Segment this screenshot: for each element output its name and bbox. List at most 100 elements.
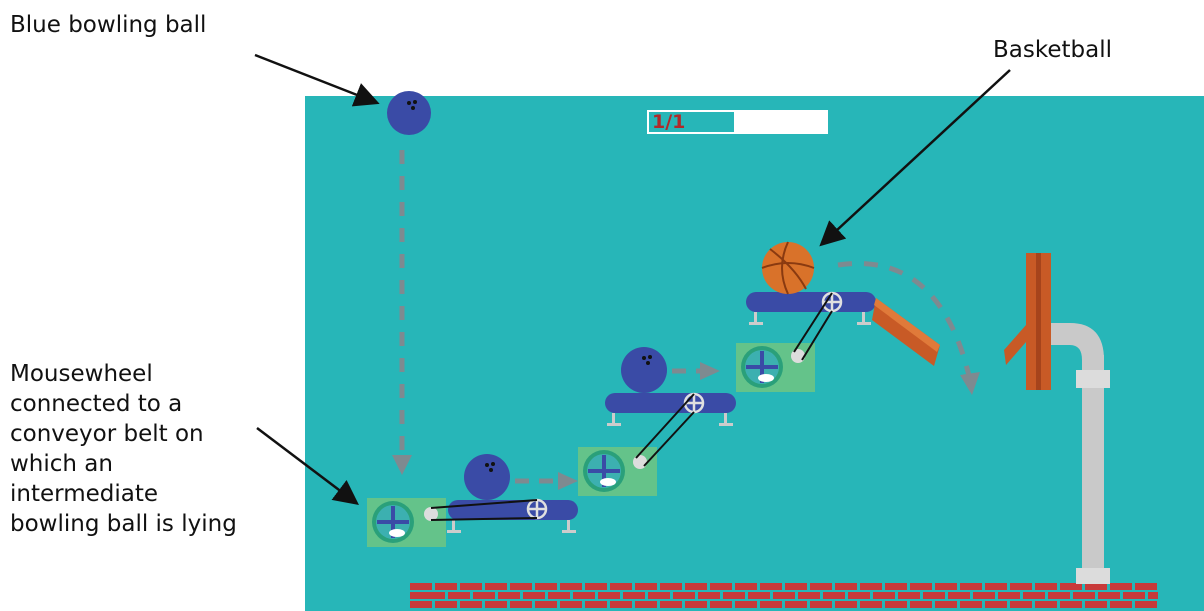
brick <box>935 601 957 608</box>
brick <box>410 601 432 608</box>
basketball-trajectory-head <box>960 372 980 395</box>
brick <box>535 583 557 590</box>
ramp-shade <box>874 298 940 352</box>
brick <box>573 592 595 599</box>
brick <box>748 592 770 599</box>
blue-bowling-ball-label: Blue bowling ball <box>10 12 207 38</box>
brick <box>1035 601 1057 608</box>
brick <box>860 583 882 590</box>
bowling-ball-2 <box>621 347 667 393</box>
bowling-ball-1 <box>464 454 510 500</box>
brick <box>1060 583 1082 590</box>
brick <box>835 601 857 608</box>
annotation-arrow-basketball <box>819 69 1011 247</box>
brick <box>410 583 432 590</box>
brick <box>1110 583 1132 590</box>
brick <box>898 592 920 599</box>
roll-arrow-1-head <box>558 472 578 490</box>
brick <box>510 601 532 608</box>
brick <box>823 592 845 599</box>
brick <box>1035 583 1057 590</box>
mousewheel-box-3[interactable] <box>736 343 815 392</box>
brick <box>785 601 807 608</box>
brick <box>523 592 545 599</box>
brick <box>1023 592 1045 599</box>
brick <box>448 592 470 599</box>
brick <box>873 592 895 599</box>
annotation-arrow-mousewheel <box>256 427 359 506</box>
brick <box>598 592 620 599</box>
brick <box>585 583 607 590</box>
conveyor-belt-1 <box>430 498 578 533</box>
basketball-trajectory <box>837 261 973 381</box>
brick <box>973 592 995 599</box>
mousewheel-label: Mousewheel connected to a conveyor belt … <box>10 361 237 537</box>
brick <box>773 592 795 599</box>
basketball-label: Basketball <box>993 37 1112 63</box>
mousewheel-box-2[interactable] <box>578 447 657 496</box>
brick <box>460 583 482 590</box>
brick <box>810 601 832 608</box>
brick <box>735 583 757 590</box>
brick <box>410 592 432 599</box>
brick <box>435 583 457 590</box>
brick <box>860 601 882 608</box>
brick <box>848 592 870 599</box>
brick <box>610 583 632 590</box>
brick <box>1010 583 1032 590</box>
progress-text: 1/1 <box>652 111 686 133</box>
brick <box>623 592 645 599</box>
brick <box>510 583 532 590</box>
brick <box>710 601 732 608</box>
brick <box>648 592 670 599</box>
blue-bowling-ball <box>387 91 431 135</box>
brick-wall <box>408 581 1160 611</box>
brick <box>1110 601 1132 608</box>
brick <box>485 601 507 608</box>
brick <box>635 601 657 608</box>
brick <box>910 601 932 608</box>
conveyor-belt-3 <box>746 291 876 361</box>
brick <box>985 601 1007 608</box>
progress-fill <box>733 112 826 132</box>
brick <box>760 583 782 590</box>
brick <box>1085 601 1107 608</box>
brick <box>723 592 745 599</box>
brick <box>473 592 495 599</box>
brick <box>423 592 445 599</box>
brick <box>1148 592 1158 599</box>
brick <box>1085 583 1107 590</box>
brick <box>1048 592 1070 599</box>
brick <box>685 583 707 590</box>
brick <box>673 592 695 599</box>
brick <box>985 583 1007 590</box>
basketball-hoop <box>1004 253 1110 584</box>
brick <box>785 583 807 590</box>
mousewheel-box-1[interactable] <box>367 498 446 547</box>
brick <box>735 601 757 608</box>
brick <box>585 601 607 608</box>
brick <box>660 583 682 590</box>
falling-path-arrowhead <box>392 455 412 475</box>
brick <box>560 601 582 608</box>
brick <box>610 601 632 608</box>
brick <box>460 601 482 608</box>
brick <box>948 592 970 599</box>
brick <box>1135 583 1157 590</box>
brick <box>1098 592 1120 599</box>
brick <box>935 583 957 590</box>
brick <box>660 601 682 608</box>
roll-arrow-2-head <box>700 362 720 380</box>
brick <box>1073 592 1095 599</box>
brick <box>635 583 657 590</box>
brick <box>923 592 945 599</box>
brick <box>1135 601 1157 608</box>
brick <box>1010 601 1032 608</box>
brick <box>798 592 820 599</box>
brick <box>1060 601 1082 608</box>
brick <box>560 583 582 590</box>
conveyor-belt-2 <box>605 392 736 467</box>
brick <box>885 601 907 608</box>
brick <box>498 592 520 599</box>
